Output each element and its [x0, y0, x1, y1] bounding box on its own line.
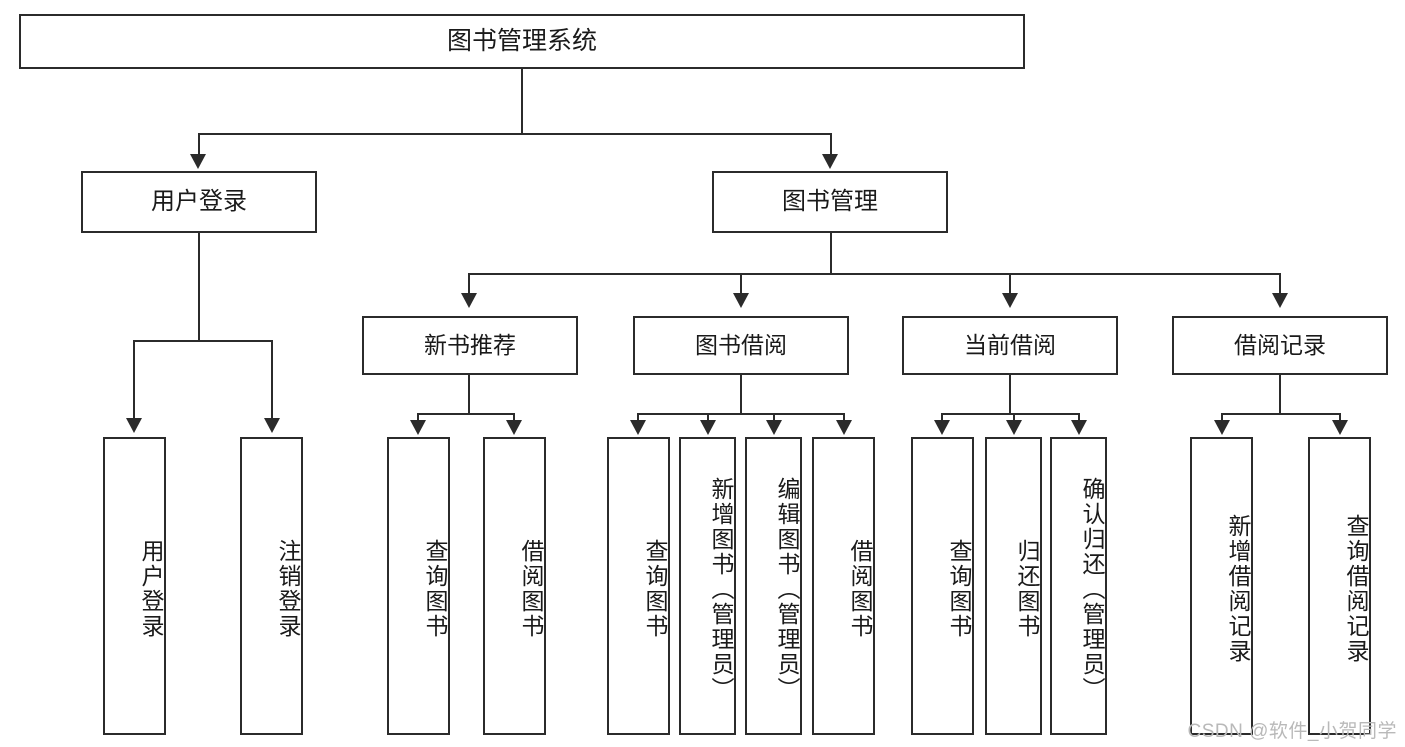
node-root-system[interactable]: 图书管理系统	[19, 14, 1025, 69]
connector-to-new-book-rec	[468, 273, 470, 295]
node-borrow-records[interactable]: 借阅记录	[1172, 316, 1388, 375]
node-label: 新书推荐	[424, 331, 516, 358]
leaf-add-book-admin[interactable]: 新增图书（管理员）	[679, 437, 736, 735]
connector-br-stem	[1279, 375, 1281, 413]
arrow-leaf-query-book-bb	[630, 420, 646, 435]
node-label: 用户登录	[151, 187, 247, 215]
connector-nbr-bus	[417, 413, 515, 415]
leaf-return-book[interactable]: 归还图书	[985, 437, 1042, 735]
arrow-leaf-query-record	[1332, 420, 1348, 435]
node-label: 用户登录	[138, 539, 164, 639]
connector-user-login-stem	[198, 233, 200, 340]
node-label: 查询图书	[946, 539, 972, 639]
connector-user-login-bus	[133, 340, 271, 342]
connector-nbr-stem	[468, 375, 470, 413]
connector-bb-c4	[843, 413, 845, 422]
node-label: 图书管理	[782, 187, 878, 215]
node-label: 注销登录	[275, 539, 301, 639]
connector-cb-c2	[1013, 413, 1015, 422]
node-label: 当前借阅	[964, 331, 1056, 358]
connector-nbr-c1	[417, 413, 419, 422]
connector-bb-bus	[637, 413, 844, 415]
arrow-leaf-logout	[264, 418, 280, 433]
node-label: 借阅图书	[847, 539, 873, 639]
arrow-to-borrow-records	[1272, 293, 1288, 308]
leaf-logout[interactable]: 注销登录	[240, 437, 303, 735]
node-label: 图书管理系统	[446, 26, 597, 55]
connector-level3-bus	[468, 273, 1280, 275]
arrow-leaf-add-book	[700, 420, 716, 435]
node-user-login[interactable]: 用户登录	[81, 171, 317, 233]
node-label: 归还图书	[1014, 539, 1040, 639]
node-new-book-recommend[interactable]: 新书推荐	[362, 316, 578, 375]
arrow-to-user-login	[190, 154, 206, 169]
connector-cb-bus	[941, 413, 1078, 415]
node-label: 借阅图书	[518, 539, 544, 639]
arrow-leaf-user-login	[126, 418, 142, 433]
arrow-to-book-borrow	[733, 293, 749, 308]
connector-br-bus	[1221, 413, 1339, 415]
node-label: 新增借阅记录	[1225, 514, 1251, 664]
leaf-query-book-bb[interactable]: 查询图书	[607, 437, 670, 735]
node-label: 图书借阅	[695, 331, 787, 358]
leaf-edit-book-admin[interactable]: 编辑图书（管理员）	[745, 437, 802, 735]
leaf-user-login[interactable]: 用户登录	[103, 437, 166, 735]
arrow-leaf-return-book	[1006, 420, 1022, 435]
connector-book-mgmt-stem	[830, 233, 832, 273]
connector-user-login-right	[271, 340, 273, 420]
arrow-leaf-borrow-book-bb	[836, 420, 852, 435]
leaf-borrow-book-nbr[interactable]: 借阅图书	[483, 437, 546, 735]
leaf-confirm-return-admin[interactable]: 确认归还（管理员）	[1050, 437, 1107, 735]
connector-bb-c1	[637, 413, 639, 422]
csdn-watermark: CSDN @软件_小贺同学	[1187, 721, 1397, 742]
connector-level2-bus	[198, 133, 832, 135]
connector-to-book-borrow	[740, 273, 742, 295]
node-label: 确认归还（管理员）	[1079, 476, 1105, 702]
connector-user-login-left	[133, 340, 135, 420]
connector-br-c1	[1221, 413, 1223, 422]
connector-to-borrow-records	[1279, 273, 1281, 295]
connector-root-stem	[521, 69, 523, 133]
node-label: 查询图书	[422, 539, 448, 639]
node-book-management[interactable]: 图书管理	[712, 171, 948, 233]
arrow-leaf-query-book-cb	[934, 420, 950, 435]
node-label: 借阅记录	[1234, 331, 1326, 358]
node-label: 编辑图书（管理员）	[774, 476, 800, 702]
connector-cb-c1	[941, 413, 943, 422]
node-label: 查询图书	[642, 539, 668, 639]
connector-nbr-c2	[513, 413, 515, 422]
connector-cb-c3	[1078, 413, 1080, 422]
node-label: 新增图书（管理员）	[708, 476, 734, 702]
leaf-add-borrow-record[interactable]: 新增借阅记录	[1190, 437, 1253, 735]
arrow-leaf-confirm-return	[1071, 420, 1087, 435]
arrow-leaf-borrow-book-nbr	[506, 420, 522, 435]
leaf-query-borrow-record[interactable]: 查询借阅记录	[1308, 437, 1371, 735]
connector-bb-c3	[773, 413, 775, 422]
connector-bb-c2	[707, 413, 709, 422]
arrow-leaf-add-record	[1214, 420, 1230, 435]
arrow-leaf-query-book-nbr	[410, 420, 426, 435]
connector-to-book-mgmt	[830, 133, 832, 156]
leaf-borrow-book-bb[interactable]: 借阅图书	[812, 437, 875, 735]
arrow-to-current-borrow	[1002, 293, 1018, 308]
connector-to-user-login	[198, 133, 200, 156]
leaf-query-book-nbr[interactable]: 查询图书	[387, 437, 450, 735]
connector-bb-stem	[740, 375, 742, 413]
node-label: 查询借阅记录	[1343, 514, 1369, 664]
leaf-query-book-cb[interactable]: 查询图书	[911, 437, 974, 735]
arrow-to-book-mgmt	[822, 154, 838, 169]
connector-br-c2	[1339, 413, 1341, 422]
connector-cb-stem	[1009, 375, 1011, 413]
node-current-borrow[interactable]: 当前借阅	[902, 316, 1118, 375]
arrow-leaf-edit-book	[766, 420, 782, 435]
node-book-borrow[interactable]: 图书借阅	[633, 316, 849, 375]
arrow-to-new-book-rec	[461, 293, 477, 308]
connector-to-current-borrow	[1009, 273, 1011, 295]
